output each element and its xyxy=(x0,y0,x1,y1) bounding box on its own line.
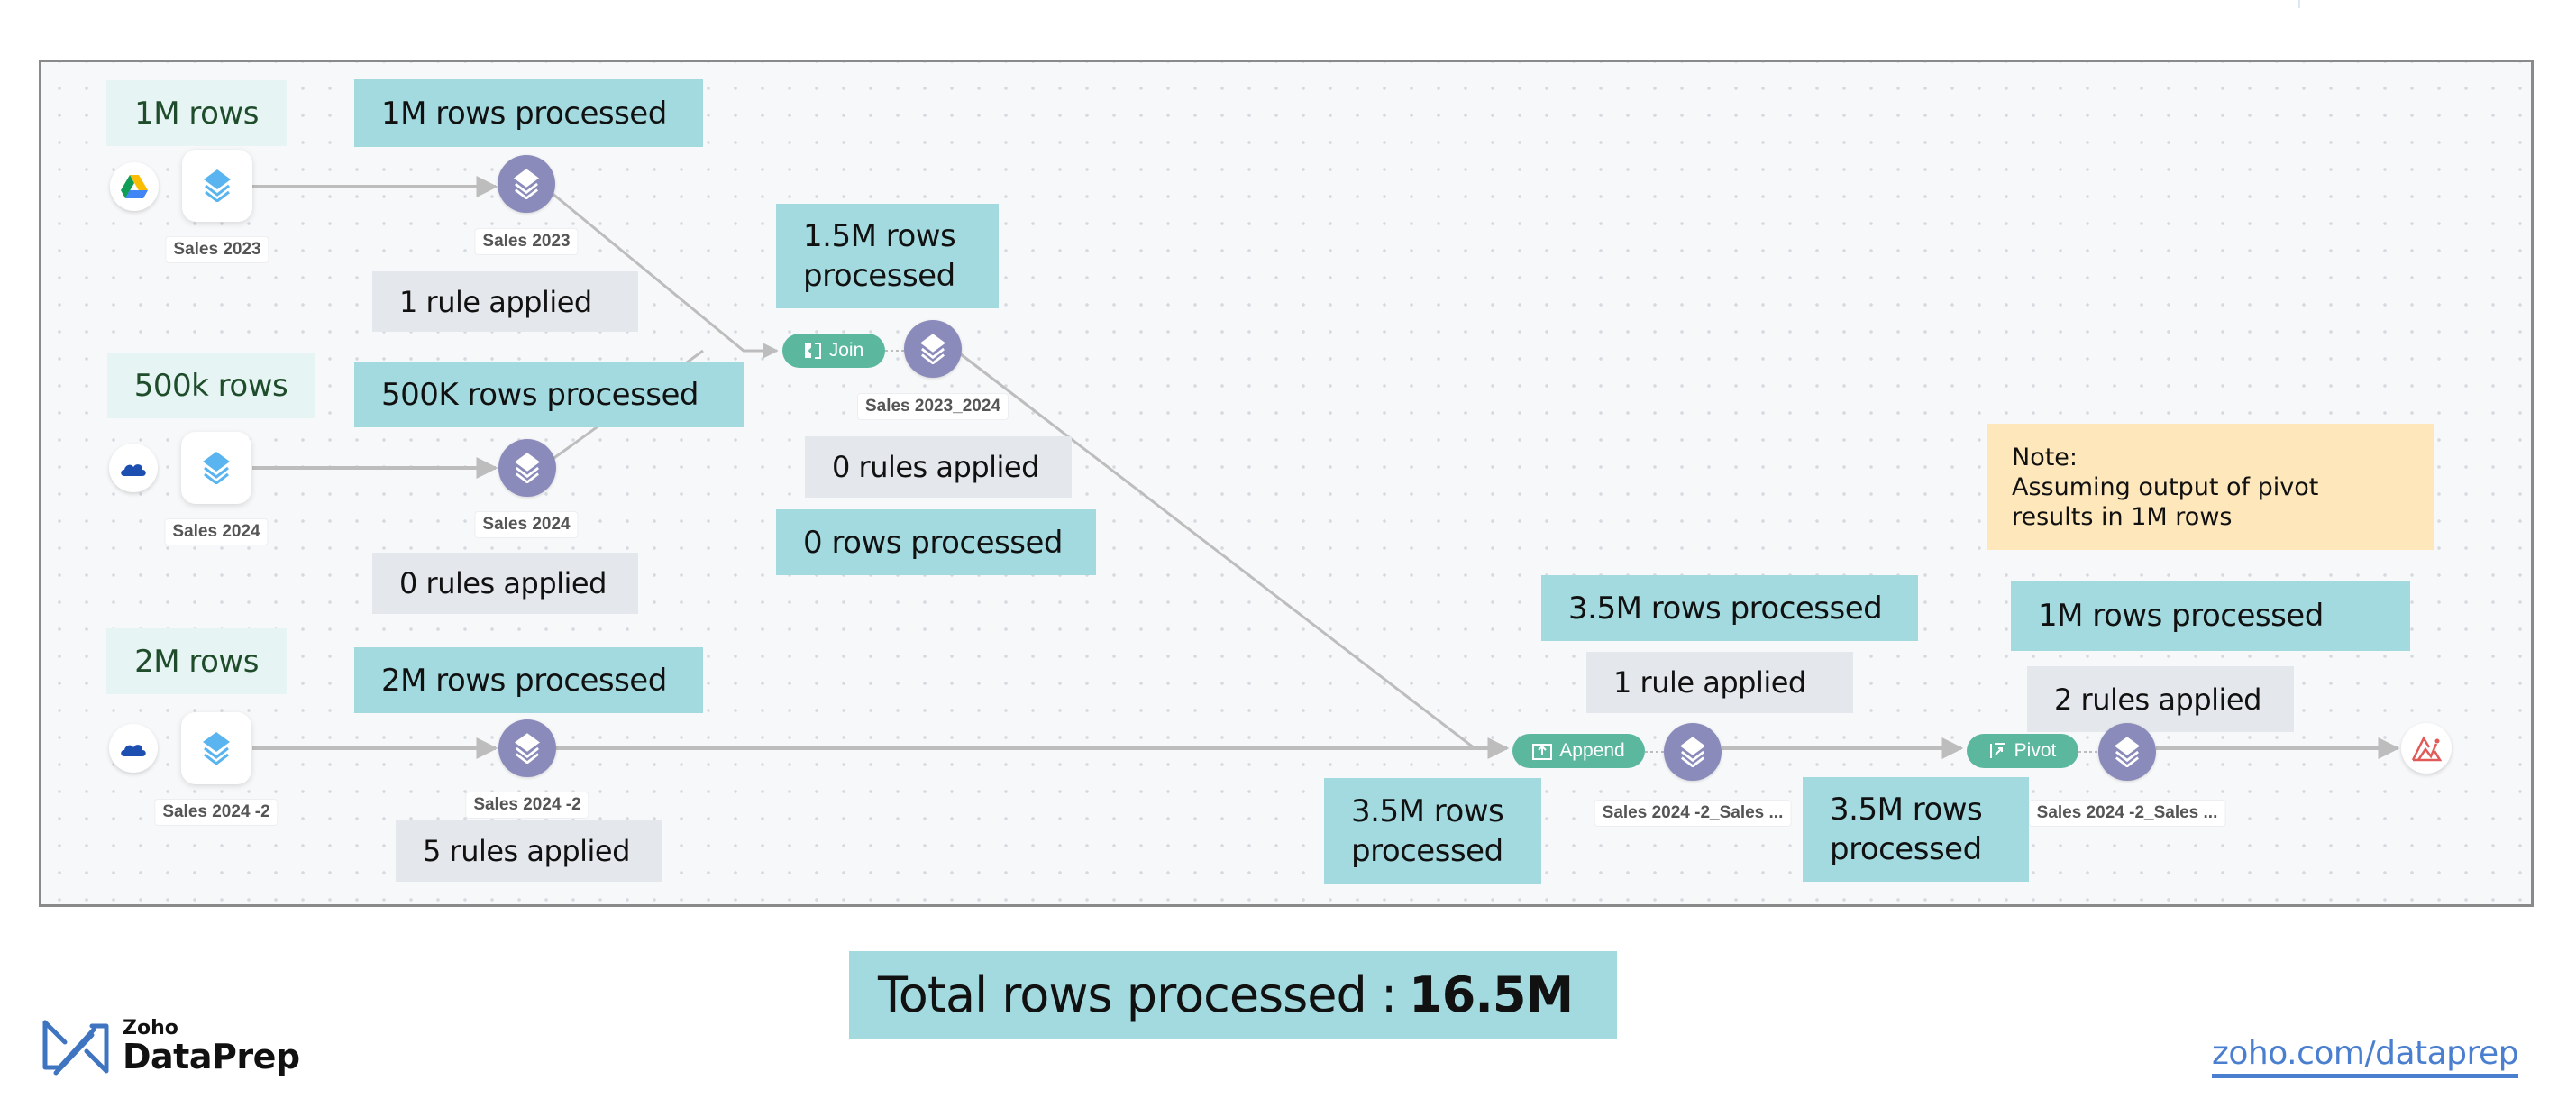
join-operation[interactable]: Join xyxy=(782,334,885,368)
layers-icon xyxy=(514,169,539,199)
dataprep-logo-icon xyxy=(42,1020,109,1076)
pivot-operation[interactable]: Pivot xyxy=(1967,734,2078,768)
layers-icon xyxy=(515,733,540,764)
join-rows-processed-badge: 1.5M rows processed xyxy=(776,204,999,308)
zoho-analytics-icon xyxy=(2411,736,2442,762)
rules-applied-badge: 5 rules applied xyxy=(396,820,662,882)
layers-icon xyxy=(2115,737,2140,767)
dataset-label: Sales 2024 xyxy=(474,511,579,538)
dataset-label: Sales 2024 -2 xyxy=(465,792,589,819)
dataset-node-sales-2024[interactable] xyxy=(498,439,556,497)
join-icon xyxy=(804,343,821,359)
append-label: Append xyxy=(1559,740,1625,761)
dataset-label: Sales 2023 xyxy=(474,228,579,255)
input-rows-badge: 2M rows xyxy=(106,628,287,694)
source-label: Sales 2024 -2 xyxy=(154,799,279,826)
pivot-rows-processed-badge: 3.5M rows processed xyxy=(1803,777,2029,882)
google-drive-connector[interactable] xyxy=(110,162,159,211)
total-rows-summary: Total rows processed : 16.5M xyxy=(849,951,1617,1039)
rules-applied-badge: 1 rule applied xyxy=(372,271,638,332)
pivot-icon xyxy=(1989,743,2005,758)
rows-processed-badge: 0 rows processed xyxy=(776,509,1096,575)
rules-applied-badge: 0 rules applied xyxy=(372,553,638,614)
append-rows-processed-badge: 3.5M rows processed xyxy=(1324,778,1541,884)
zoho-dataprep-logo: Zoho DataPrep xyxy=(41,1017,300,1076)
google-drive-icon xyxy=(121,175,148,198)
note-text: Assuming output of pivot results in 1M r… xyxy=(2012,472,2319,531)
note-title: Note: xyxy=(2012,443,2078,472)
source-node-sales-2023[interactable] xyxy=(182,150,252,222)
rows-processed-badge: 2M rows processed xyxy=(354,647,703,713)
total-label: Total rows processed : xyxy=(878,966,1397,1023)
join-label: Join xyxy=(828,340,864,361)
dataset-node-sales-2023-2024[interactable] xyxy=(904,320,962,378)
layers-icon xyxy=(203,452,230,484)
dataset-label: Sales 2024 -2_Sales ... xyxy=(2028,800,2226,827)
brand-small: Zoho xyxy=(123,1017,178,1039)
append-operation[interactable]: Append xyxy=(1512,734,1645,768)
rules-applied-badge: 0 rules applied xyxy=(805,436,1072,498)
dataset-node-sales-2023[interactable] xyxy=(498,155,555,213)
source-node-sales-2024-2[interactable] xyxy=(181,712,251,784)
dataprep-website-link[interactable]: zoho.com/dataprep xyxy=(2212,1035,2519,1078)
layers-icon xyxy=(920,334,945,364)
brand-large: DataPrep xyxy=(123,1037,300,1076)
zoho-analytics-destination[interactable] xyxy=(2401,723,2452,774)
append-icon xyxy=(1532,744,1553,760)
layers-icon xyxy=(515,453,540,483)
note-box: Note: Assuming output of pivot results i… xyxy=(1987,424,2434,550)
dataset-label: Sales 2024 -2_Sales ... xyxy=(1594,800,1792,827)
rules-applied-badge: 1 rule applied xyxy=(1586,652,1853,713)
layers-icon xyxy=(204,169,231,202)
dataset-node-append-output[interactable] xyxy=(1664,723,1722,781)
top-edge-marker xyxy=(2298,0,2300,8)
total-value: 16.5M xyxy=(1409,966,1574,1023)
dataset-node-pivot-output[interactable] xyxy=(2098,723,2156,781)
source-node-sales-2024[interactable] xyxy=(181,432,251,504)
rows-processed-badge: 500K rows processed xyxy=(354,362,744,427)
source-label: Sales 2023 xyxy=(165,236,269,263)
pivot-label: Pivot xyxy=(2014,740,2057,761)
input-rows-badge: 1M rows xyxy=(106,80,287,146)
source-label: Sales 2024 xyxy=(164,518,269,545)
layers-icon xyxy=(203,732,230,765)
dataset-node-sales-2024-2[interactable] xyxy=(498,719,556,777)
rows-processed-badge: 3.5M rows processed xyxy=(1541,575,1918,641)
rows-processed-badge: 1M rows processed xyxy=(354,79,703,147)
onedrive-icon xyxy=(121,464,146,476)
layers-icon xyxy=(1680,737,1705,767)
onedrive-connector[interactable] xyxy=(109,724,158,773)
onedrive-icon xyxy=(121,745,146,756)
dataset-label: Sales 2023_2024 xyxy=(856,393,1009,420)
onedrive-connector[interactable] xyxy=(109,444,158,492)
input-rows-badge: 500k rows xyxy=(107,353,315,418)
rules-applied-badge: 2 rules applied xyxy=(2027,666,2294,732)
rows-processed-badge: 1M rows processed xyxy=(2011,581,2410,651)
